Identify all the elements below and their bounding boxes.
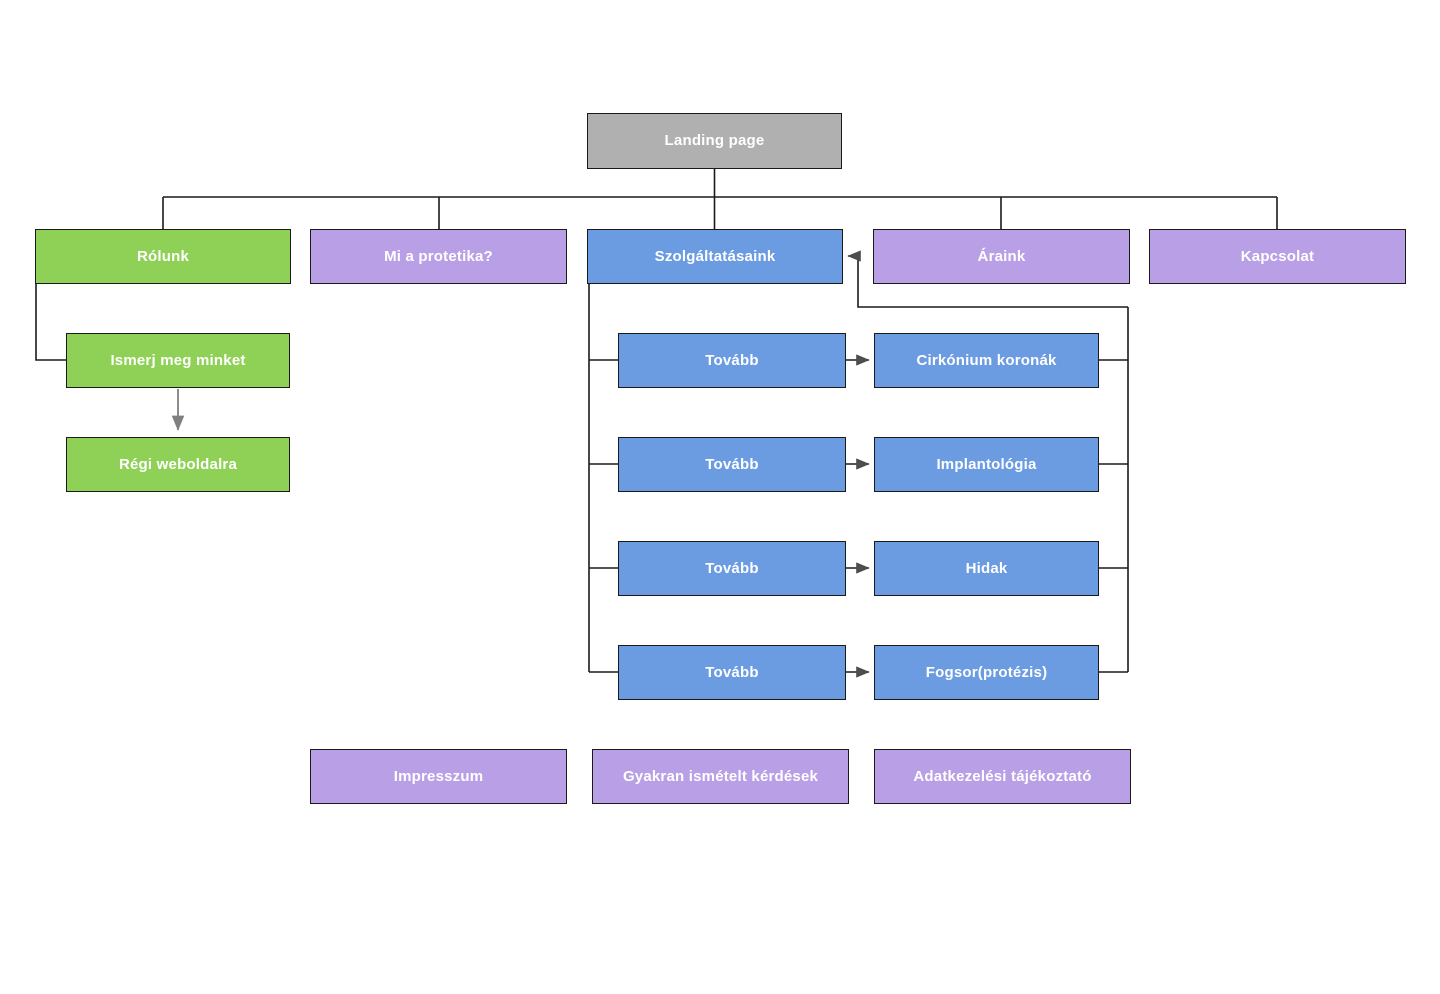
node-label: Landing page bbox=[664, 132, 765, 150]
node-gyakran-ismetelt-kerdesek[interactable]: Gyakran ismételt kérdések bbox=[592, 749, 849, 804]
node-fogsor-protezis[interactable]: Fogsor(protézis) bbox=[874, 645, 1099, 700]
node-rolunk[interactable]: Rólunk bbox=[35, 229, 291, 284]
node-landing-page[interactable]: Landing page bbox=[587, 113, 842, 169]
node-cirkonium-koronak[interactable]: Cirkónium koronák bbox=[874, 333, 1099, 388]
node-label: Tovább bbox=[705, 351, 759, 369]
node-label: Tovább bbox=[705, 559, 759, 577]
edge-rolunk-to-ismerj bbox=[35, 284, 66, 361]
node-hidak[interactable]: Hidak bbox=[874, 541, 1099, 596]
node-mi-a-protetika[interactable]: Mi a protetika? bbox=[310, 229, 567, 284]
node-implantologia[interactable]: Implantológia bbox=[874, 437, 1099, 492]
node-label: Ismerj meg minket bbox=[110, 351, 246, 369]
node-kapcsolat[interactable]: Kapcsolat bbox=[1149, 229, 1406, 284]
node-ismerj-meg-minket[interactable]: Ismerj meg minket bbox=[66, 333, 290, 388]
node-label: Implantológia bbox=[936, 455, 1037, 473]
node-regi-weboldalra[interactable]: Régi weboldalra bbox=[66, 437, 290, 492]
node-label: Rólunk bbox=[136, 247, 190, 265]
node-label: Impresszum bbox=[393, 767, 484, 785]
node-tovabb-cirkonium[interactable]: Tovább bbox=[618, 333, 846, 388]
node-araink[interactable]: Áraink bbox=[873, 229, 1130, 284]
node-adatkezelesi-tajekoztato[interactable]: Adatkezelési tájékoztató bbox=[874, 749, 1131, 804]
node-label: Kapcsolat bbox=[1240, 247, 1315, 265]
node-impresszum[interactable]: Impresszum bbox=[310, 749, 567, 804]
node-label: Adatkezelési tájékoztató bbox=[913, 767, 1092, 785]
node-tovabb-fogsor[interactable]: Tovább bbox=[618, 645, 846, 700]
node-szolgaltatasaink[interactable]: Szolgáltatásaink bbox=[587, 229, 843, 284]
node-label: Mi a protetika? bbox=[384, 247, 493, 265]
node-tovabb-implantologia[interactable]: Tovább bbox=[618, 437, 846, 492]
node-label: Régi weboldalra bbox=[118, 455, 238, 473]
node-label: Áraink bbox=[977, 247, 1026, 265]
node-label: Szolgáltatásaink bbox=[654, 247, 776, 265]
node-label: Fogsor(protézis) bbox=[925, 663, 1048, 681]
node-label: Hidak bbox=[965, 559, 1008, 577]
node-label: Tovább bbox=[705, 663, 759, 681]
node-tovabb-hidak[interactable]: Tovább bbox=[618, 541, 846, 596]
node-label: Cirkónium koronák bbox=[916, 351, 1057, 369]
node-label: Gyakran ismételt kérdések bbox=[622, 767, 819, 785]
node-label: Tovább bbox=[705, 455, 759, 473]
